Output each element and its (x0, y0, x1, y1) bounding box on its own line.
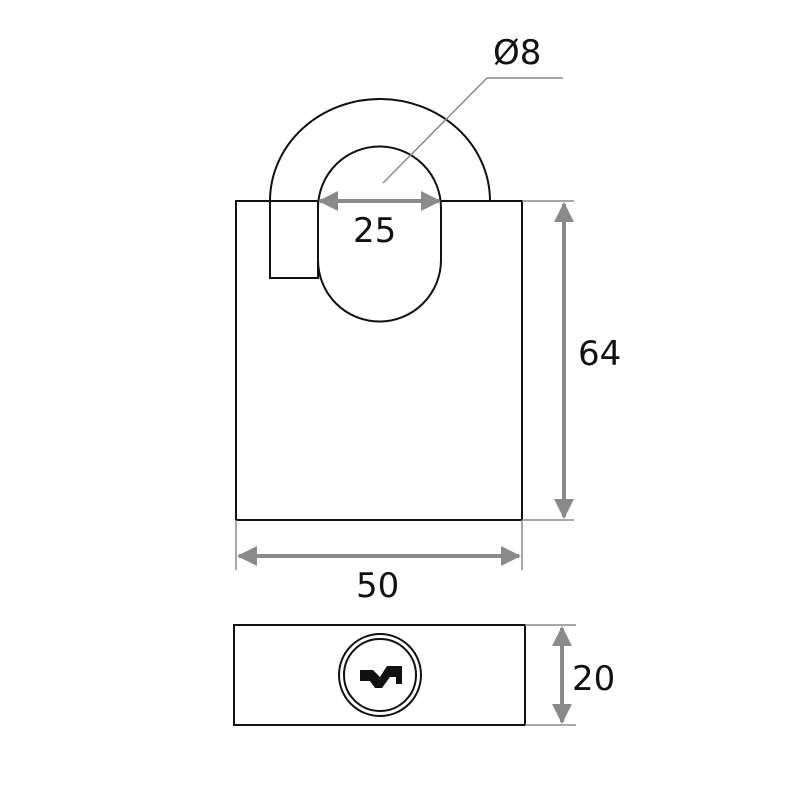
keyway-icon (360, 666, 402, 688)
shackle-leg (269, 200, 319, 279)
bottom-view (233, 624, 526, 726)
inner-width-label: 25 (353, 211, 396, 251)
body-bottom (233, 624, 526, 726)
diameter-label: Ø8 (493, 33, 541, 73)
diameter-callout: Ø8 (382, 33, 563, 184)
depth-label: 20 (572, 659, 615, 699)
depth-dimension: 20 (525, 624, 615, 726)
height-dimension: 64 (522, 200, 621, 521)
width-dimension: 50 (235, 520, 523, 606)
keyhole-outer-ring (338, 633, 422, 717)
width-label: 50 (356, 566, 399, 606)
shackle-opening (317, 145, 442, 323)
keyhole-inner-ring (343, 638, 417, 712)
inner-width-dimension: 25 (318, 191, 441, 251)
front-view (235, 98, 523, 521)
height-label: 64 (578, 334, 621, 374)
